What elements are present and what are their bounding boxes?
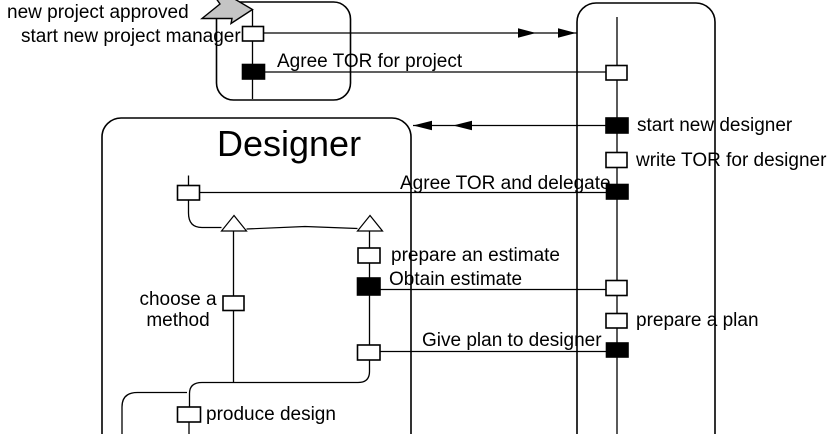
designer-state-line [187,175,222,229]
label-agree-tor-and-delegate: Agree TOR and delegate [400,173,611,194]
designer-lane [101,117,412,434]
refinement-triangle-left [220,214,248,232]
rl-action-write-tor-designer [605,151,628,169]
designer-right-path [188,231,371,434]
label-start-new-project-manager: start new project manager [21,26,241,47]
label-choose-a-method-line2: method [146,310,210,331]
right-arrowhead-1 [518,28,536,38]
label-prepare-an-estimate: prepare an estimate [391,245,560,266]
label-produce-design: produce design [206,404,336,425]
label-new-project-approved: new project approved [7,2,189,23]
right-role-lane [576,2,716,434]
label-write-tor-for-designer: write TOR for designer [636,150,827,171]
project-manager-lane [215,1,352,101]
refinement-triangle-right [356,214,384,232]
rl-action-receive-tor-project [605,64,628,81]
designer-role-title: Designer [217,123,362,164]
pm-action-start-new-pm [241,25,265,42]
external-event-arrow-icon [200,0,254,25]
des-action-produce-design [176,406,202,423]
rl-action-receive-plan [605,342,629,358]
triangle-connector-line [246,225,358,230]
label-choose-a-method-line1: choose a [139,289,217,310]
inner-sublane-corner [121,391,187,434]
des-action-prepare-estimate [357,247,381,264]
label-obtain-estimate: Obtain estimate [389,269,523,290]
label-agree-tor-for-project: Agree TOR for project [277,51,463,72]
des-action-choose-method [222,295,245,312]
pm-action-agree-tor-project [241,63,266,80]
left-arrowhead-2 [453,120,472,131]
label-choose-a-method: choose a method [136,289,220,331]
label-start-new-designer: start new designer [637,115,793,136]
label-give-plan-to-designer: Give plan to designer [422,330,602,351]
des-action-give-plan [356,344,381,361]
right-arrowhead-2 [558,28,576,38]
left-arrowhead-1 [413,120,432,131]
rl-action-obtain-estimate [605,279,628,297]
label-prepare-a-plan: prepare a plan [636,310,759,331]
rl-action-start-new-designer [605,117,629,134]
rl-action-agree-tor-delegate [605,183,629,200]
rl-action-prepare-plan [605,312,628,329]
des-action-obtain-estimate [356,277,381,296]
des-action-agree-tor-delegate [176,184,201,201]
